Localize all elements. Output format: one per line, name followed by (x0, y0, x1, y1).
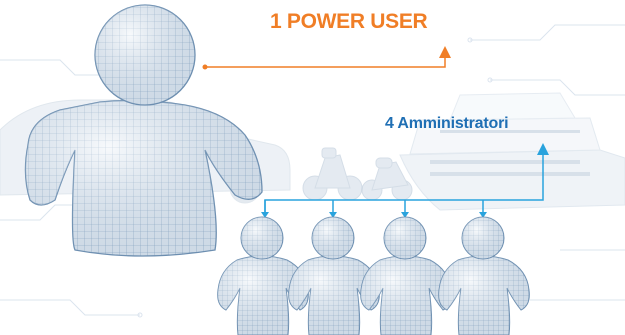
large-user-figure-icon (24, 4, 263, 257)
ship-silhouette-icon (399, 92, 625, 211)
circuit-background (0, 24, 625, 318)
scooter-silhouette-icon (361, 157, 413, 201)
small-user-figure-1 (217, 216, 309, 335)
power-user-label: 1 POWER USER (270, 10, 428, 33)
admin-connector (264, 152, 544, 213)
small-user-figure-2 (288, 216, 380, 335)
admin-connector-marks (261, 143, 549, 218)
small-user-figure-3 (360, 216, 452, 335)
motorbike-silhouette-icon (302, 147, 363, 201)
small-user-figure-4 (438, 216, 530, 335)
power-user-connector (202, 46, 451, 70)
administrators-label: 4 Amministratori (385, 115, 509, 132)
